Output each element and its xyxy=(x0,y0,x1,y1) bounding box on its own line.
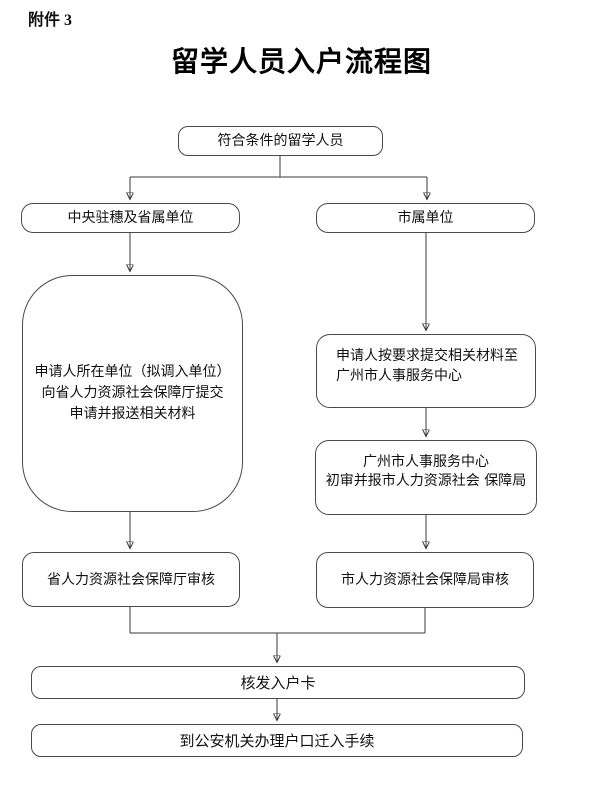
node-left-submit: 申请人所在单位（拟调入单位） 向省人力资源社会保障厅提交 申请并报送相关材料 xyxy=(22,275,243,512)
node-left-submit-line2: 向省人力资源社会保障厅提交 xyxy=(41,385,224,401)
node-right-audit: 市人力资源社会保障局审核 xyxy=(316,552,534,608)
node-left-submit-line3: 申请并报送相关材料 xyxy=(69,406,196,422)
attachment-label: 附件 3 xyxy=(28,12,73,29)
node-right-submit-line2: 广州市人事服务中心 xyxy=(336,368,462,384)
node-issue-card-label: 核发入户卡 xyxy=(240,673,316,692)
node-final-step-label: 到公安机关办理户口迁入手续 xyxy=(179,731,375,750)
node-left-audit: 省人力资源社会保障厅审核 xyxy=(22,552,240,607)
node-final-step: 到公安机关办理户口迁入手续 xyxy=(31,724,523,757)
node-left-branch-label: 中央驻穗及省属单位 xyxy=(67,210,194,226)
node-left-submit-line1: 申请人所在单位（拟调入单位） xyxy=(34,364,231,380)
node-right-submit: 申请人按要求提交相关材料至 广州市人事服务中心 xyxy=(316,334,536,408)
node-right-review: 广州市人事服务中心 初审并报市人力资源社会 保障局 xyxy=(315,440,537,515)
node-issue-card: 核发入户卡 xyxy=(31,666,525,699)
node-right-branch-label: 市属单位 xyxy=(397,210,454,226)
node-right-branch-header: 市属单位 xyxy=(316,203,535,233)
page-title: 留学人员入户流程图 xyxy=(170,47,432,78)
node-right-audit-label: 市人力资源社会保障局审核 xyxy=(341,572,509,588)
node-start-label: 符合条件的留学人员 xyxy=(217,133,344,149)
node-right-review-line2: 初审并报市人力资源社会 保障局 xyxy=(325,473,527,489)
node-right-submit-line1: 申请人按要求提交相关材料至 xyxy=(336,348,518,364)
node-left-audit-label: 省人力资源社会保障厅审核 xyxy=(47,571,215,588)
node-start: 符合条件的留学人员 xyxy=(178,126,383,156)
node-left-branch-header: 中央驻穗及省属单位 xyxy=(21,203,240,233)
node-right-review-line1: 广州市人事服务中心 xyxy=(363,454,489,470)
